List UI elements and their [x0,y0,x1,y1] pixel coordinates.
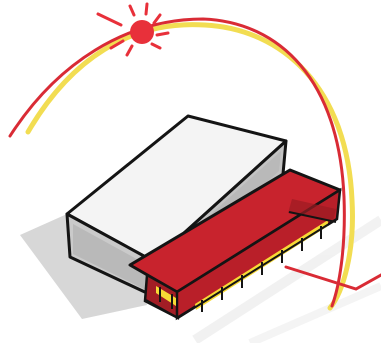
sketch-canvas [0,0,381,343]
passive-solar-house-illustration [0,0,381,343]
